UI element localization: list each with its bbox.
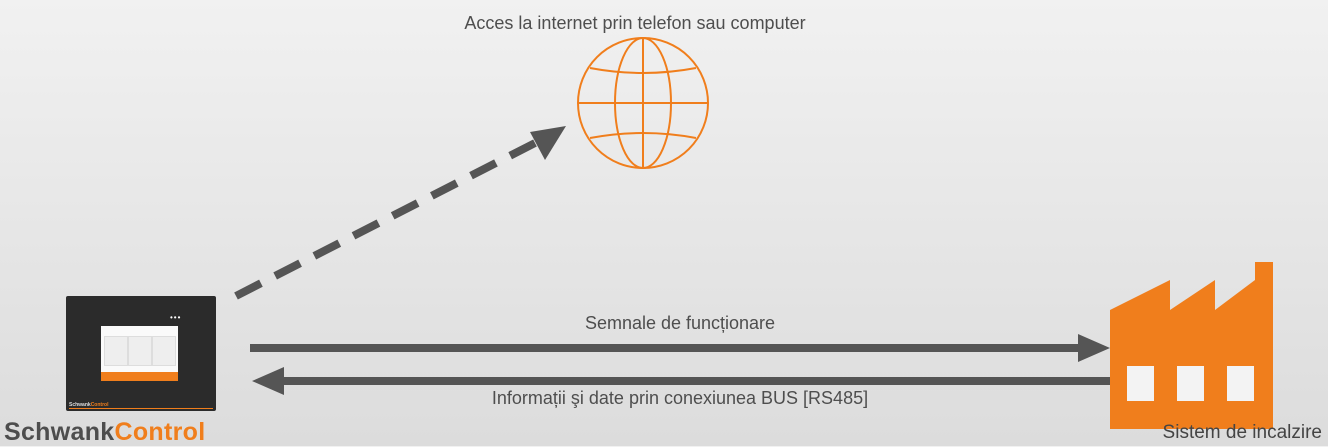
controller-screen — [101, 326, 178, 381]
brand-name-part1: Schwank — [4, 418, 115, 446]
screen-bottom-bar — [101, 372, 178, 381]
controller-brand-text: SchwankControl — [69, 402, 109, 408]
internet-connection-arrow — [234, 126, 566, 300]
heating-system-label: Sistem de incalzire — [1162, 422, 1322, 443]
screen-zone-2 — [128, 336, 152, 366]
screen-zone-1 — [104, 336, 128, 366]
touch-controller-icon: ••• SchwankControl — [66, 296, 216, 411]
factory-icon — [1110, 262, 1273, 429]
brand-logo: SchwankControl — [4, 418, 205, 447]
internet-access-label: Acces la internet prin telefon sau compu… — [464, 13, 806, 33]
globe-icon — [577, 37, 709, 169]
bus-info-label: Informații şi date prin conexiunea BUS [… — [491, 388, 869, 408]
brand-name-part2: Control — [114, 418, 206, 446]
bus-info-arrow — [252, 367, 1110, 395]
controller-accent-line — [69, 408, 213, 409]
operation-signals-label: Semnale de funcționare — [584, 313, 776, 333]
signals-arrow — [250, 334, 1110, 362]
menu-dots-icon: ••• — [170, 313, 182, 322]
screen-zone-3 — [152, 336, 176, 366]
